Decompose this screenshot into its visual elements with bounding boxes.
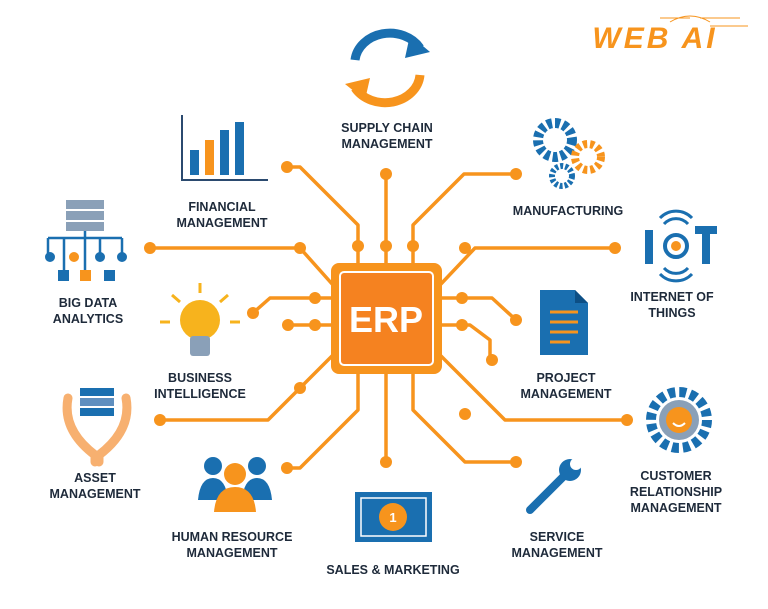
wrench-icon bbox=[526, 458, 582, 514]
logo: WEB AI bbox=[592, 15, 748, 55]
smiley-gear-icon bbox=[646, 387, 712, 453]
erp-chip: ERP bbox=[331, 263, 442, 374]
hands-database-icon bbox=[62, 388, 132, 467]
connectors bbox=[144, 161, 633, 474]
document-icon bbox=[540, 290, 588, 355]
banknote-icon: 1 bbox=[355, 492, 432, 542]
iot-icon bbox=[645, 209, 717, 283]
cycle-arrows-icon bbox=[345, 28, 430, 108]
database-network-icon bbox=[45, 200, 127, 281]
label-sales: SALES & MARKETING bbox=[326, 563, 459, 577]
bar-chart-icon bbox=[181, 115, 268, 181]
gears-icon bbox=[533, 118, 605, 189]
logo-text: WEB AI bbox=[592, 22, 717, 55]
svg-text:1: 1 bbox=[389, 510, 396, 525]
label-manufacturing: MANUFACTURING bbox=[513, 204, 623, 218]
erp-label: ERP bbox=[349, 299, 423, 340]
connector-dots bbox=[144, 161, 633, 474]
people-icon bbox=[198, 457, 272, 512]
lightbulb-icon bbox=[160, 283, 240, 356]
